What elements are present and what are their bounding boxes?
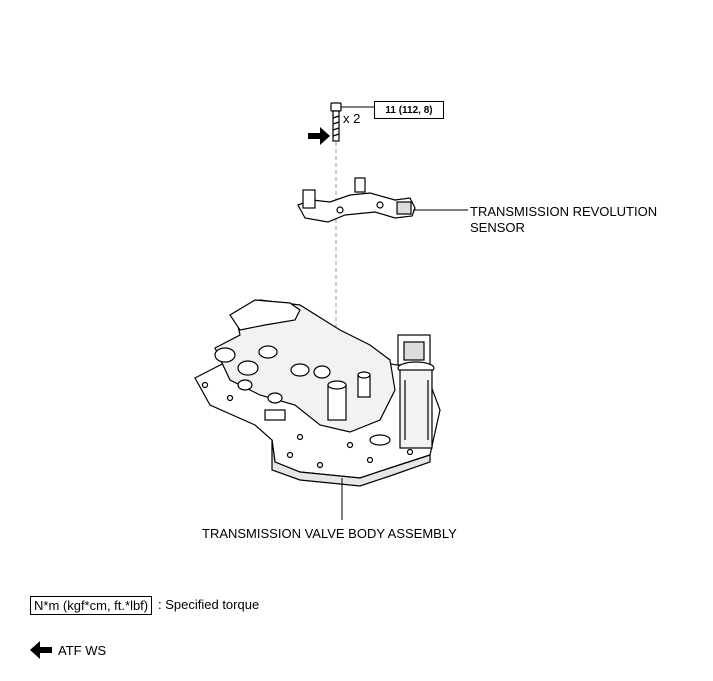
torque-units-legend-box: N*m (kgf*cm, ft.*lbf) <box>30 596 153 615</box>
sensor-label-line1: TRANSMISSION REVOLUTION <box>470 204 658 219</box>
valve-body-label: TRANSMISSION VALVE BODY ASSEMBLY <box>202 526 457 541</box>
torque-spec-box: 11 (112, 8) <box>374 101 444 119</box>
arrow-right-icon <box>308 127 330 145</box>
transmission-valve-body-drawing <box>194 299 441 487</box>
arrow-left-icon <box>30 641 52 659</box>
bolt-quantity: x 2 <box>343 111 361 126</box>
atf-legend-label: ATF WS <box>58 643 107 658</box>
sensor-label-line2: SENSOR <box>470 220 525 235</box>
bolt-icon <box>330 102 342 142</box>
torque-legend-description: : Specified torque <box>158 597 260 612</box>
transmission-revolution-sensor-drawing <box>297 177 416 223</box>
